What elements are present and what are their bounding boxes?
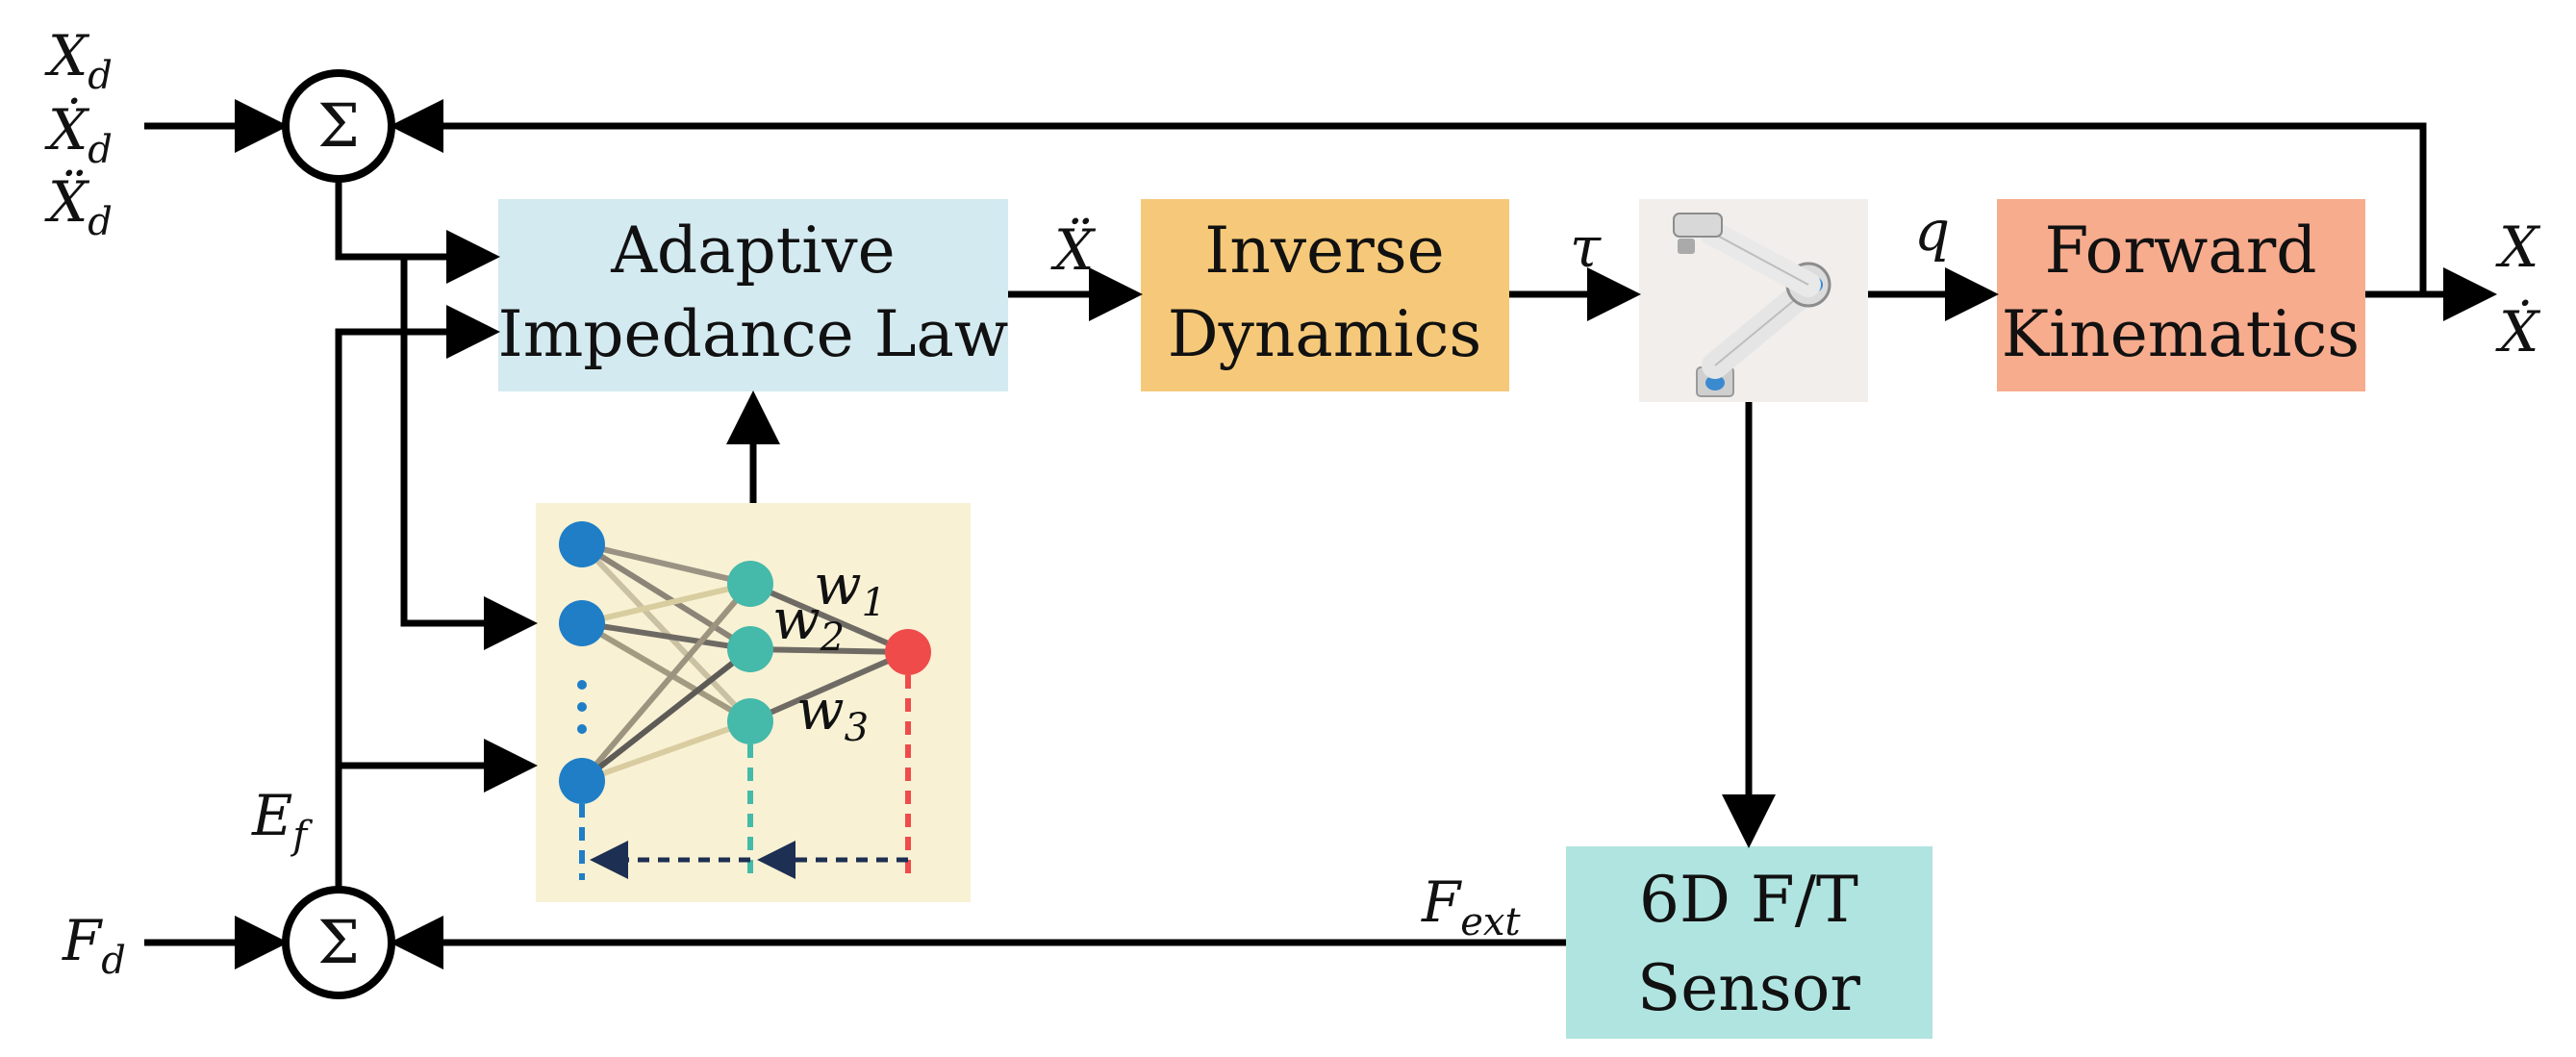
output-x-label: X: [2495, 214, 2541, 280]
top-summing-junction: Σ: [282, 69, 395, 183]
forward-kinematics-block: Forward Kinematics: [1997, 199, 2365, 391]
top-sum-symbol: Σ: [317, 90, 360, 161]
ef-signal-label: Ef: [251, 783, 313, 858]
inverse-block-line1: Inverse: [1204, 214, 1444, 288]
error-to-impedance-wire: [335, 179, 500, 284]
nn-input-hidden-edges: [579, 541, 753, 784]
input-xd-label: Xd: [44, 23, 113, 98]
nn-hidden-node-3: [727, 698, 773, 744]
ft-sensor-block: 6D F/T Sensor: [1566, 846, 1932, 1039]
nn-input-node-1: [559, 521, 605, 567]
q-signal-label: q: [1914, 198, 1950, 264]
nn-hidden-node-1: [727, 561, 773, 607]
state-feedback-line: [390, 99, 2427, 294]
robot-arm-image: [1639, 199, 1868, 402]
weight-w3-label: w3: [796, 677, 869, 750]
input-fd-label: Fd: [62, 908, 126, 983]
impedance-block-line1: Adaptive: [610, 214, 896, 288]
weight-w1-label: w1: [814, 552, 886, 625]
impedance-block-line2: Impedance Law: [498, 297, 1009, 371]
tau-signal-label: τ: [1570, 214, 1602, 280]
output-xdot-label: Ẋ: [2495, 299, 2541, 365]
force-error-to-impedance-wire: [335, 305, 500, 890]
neural-network-panel: w1 w2 w3: [536, 503, 971, 902]
nn-hidden-node-2: [727, 626, 773, 672]
nn-input-ellipsis-dot-1: [577, 680, 587, 690]
forward-block-line1: Forward: [2044, 214, 2316, 288]
weight-w2-label: w2: [772, 587, 845, 660]
forward-block-line2: Kinematics: [2002, 297, 2360, 371]
nn-input-node-n: [559, 758, 605, 804]
xddot-signal-label: Ẍ: [1050, 217, 1097, 283]
nn-input-node-2: [559, 600, 605, 646]
nn-output-node: [885, 629, 931, 675]
nn-hidden-output-edges: [748, 581, 910, 724]
input-xd-ddot-label: Ẍd: [44, 169, 113, 244]
nn-input-ellipsis-dot-3: [577, 724, 587, 734]
sensor-block-line1: 6D F/T: [1639, 863, 1858, 937]
nn-input-ellipsis-dot-2: [577, 702, 587, 712]
bottom-sum-symbol: Σ: [317, 907, 360, 977]
fext-signal-label: Fext: [1421, 869, 1521, 944]
inverse-block-line2: Dynamics: [1168, 297, 1482, 371]
input-xd-dot-label: Ẋd: [44, 97, 113, 172]
sensor-block-line2: Sensor: [1637, 951, 1860, 1025]
inverse-dynamics-block: Inverse Dynamics: [1141, 199, 1509, 391]
error-to-nn-wire: [400, 257, 538, 650]
bottom-summing-junction: Σ: [282, 886, 395, 999]
adaptive-impedance-law-block: Adaptive Impedance Law: [498, 199, 1009, 391]
